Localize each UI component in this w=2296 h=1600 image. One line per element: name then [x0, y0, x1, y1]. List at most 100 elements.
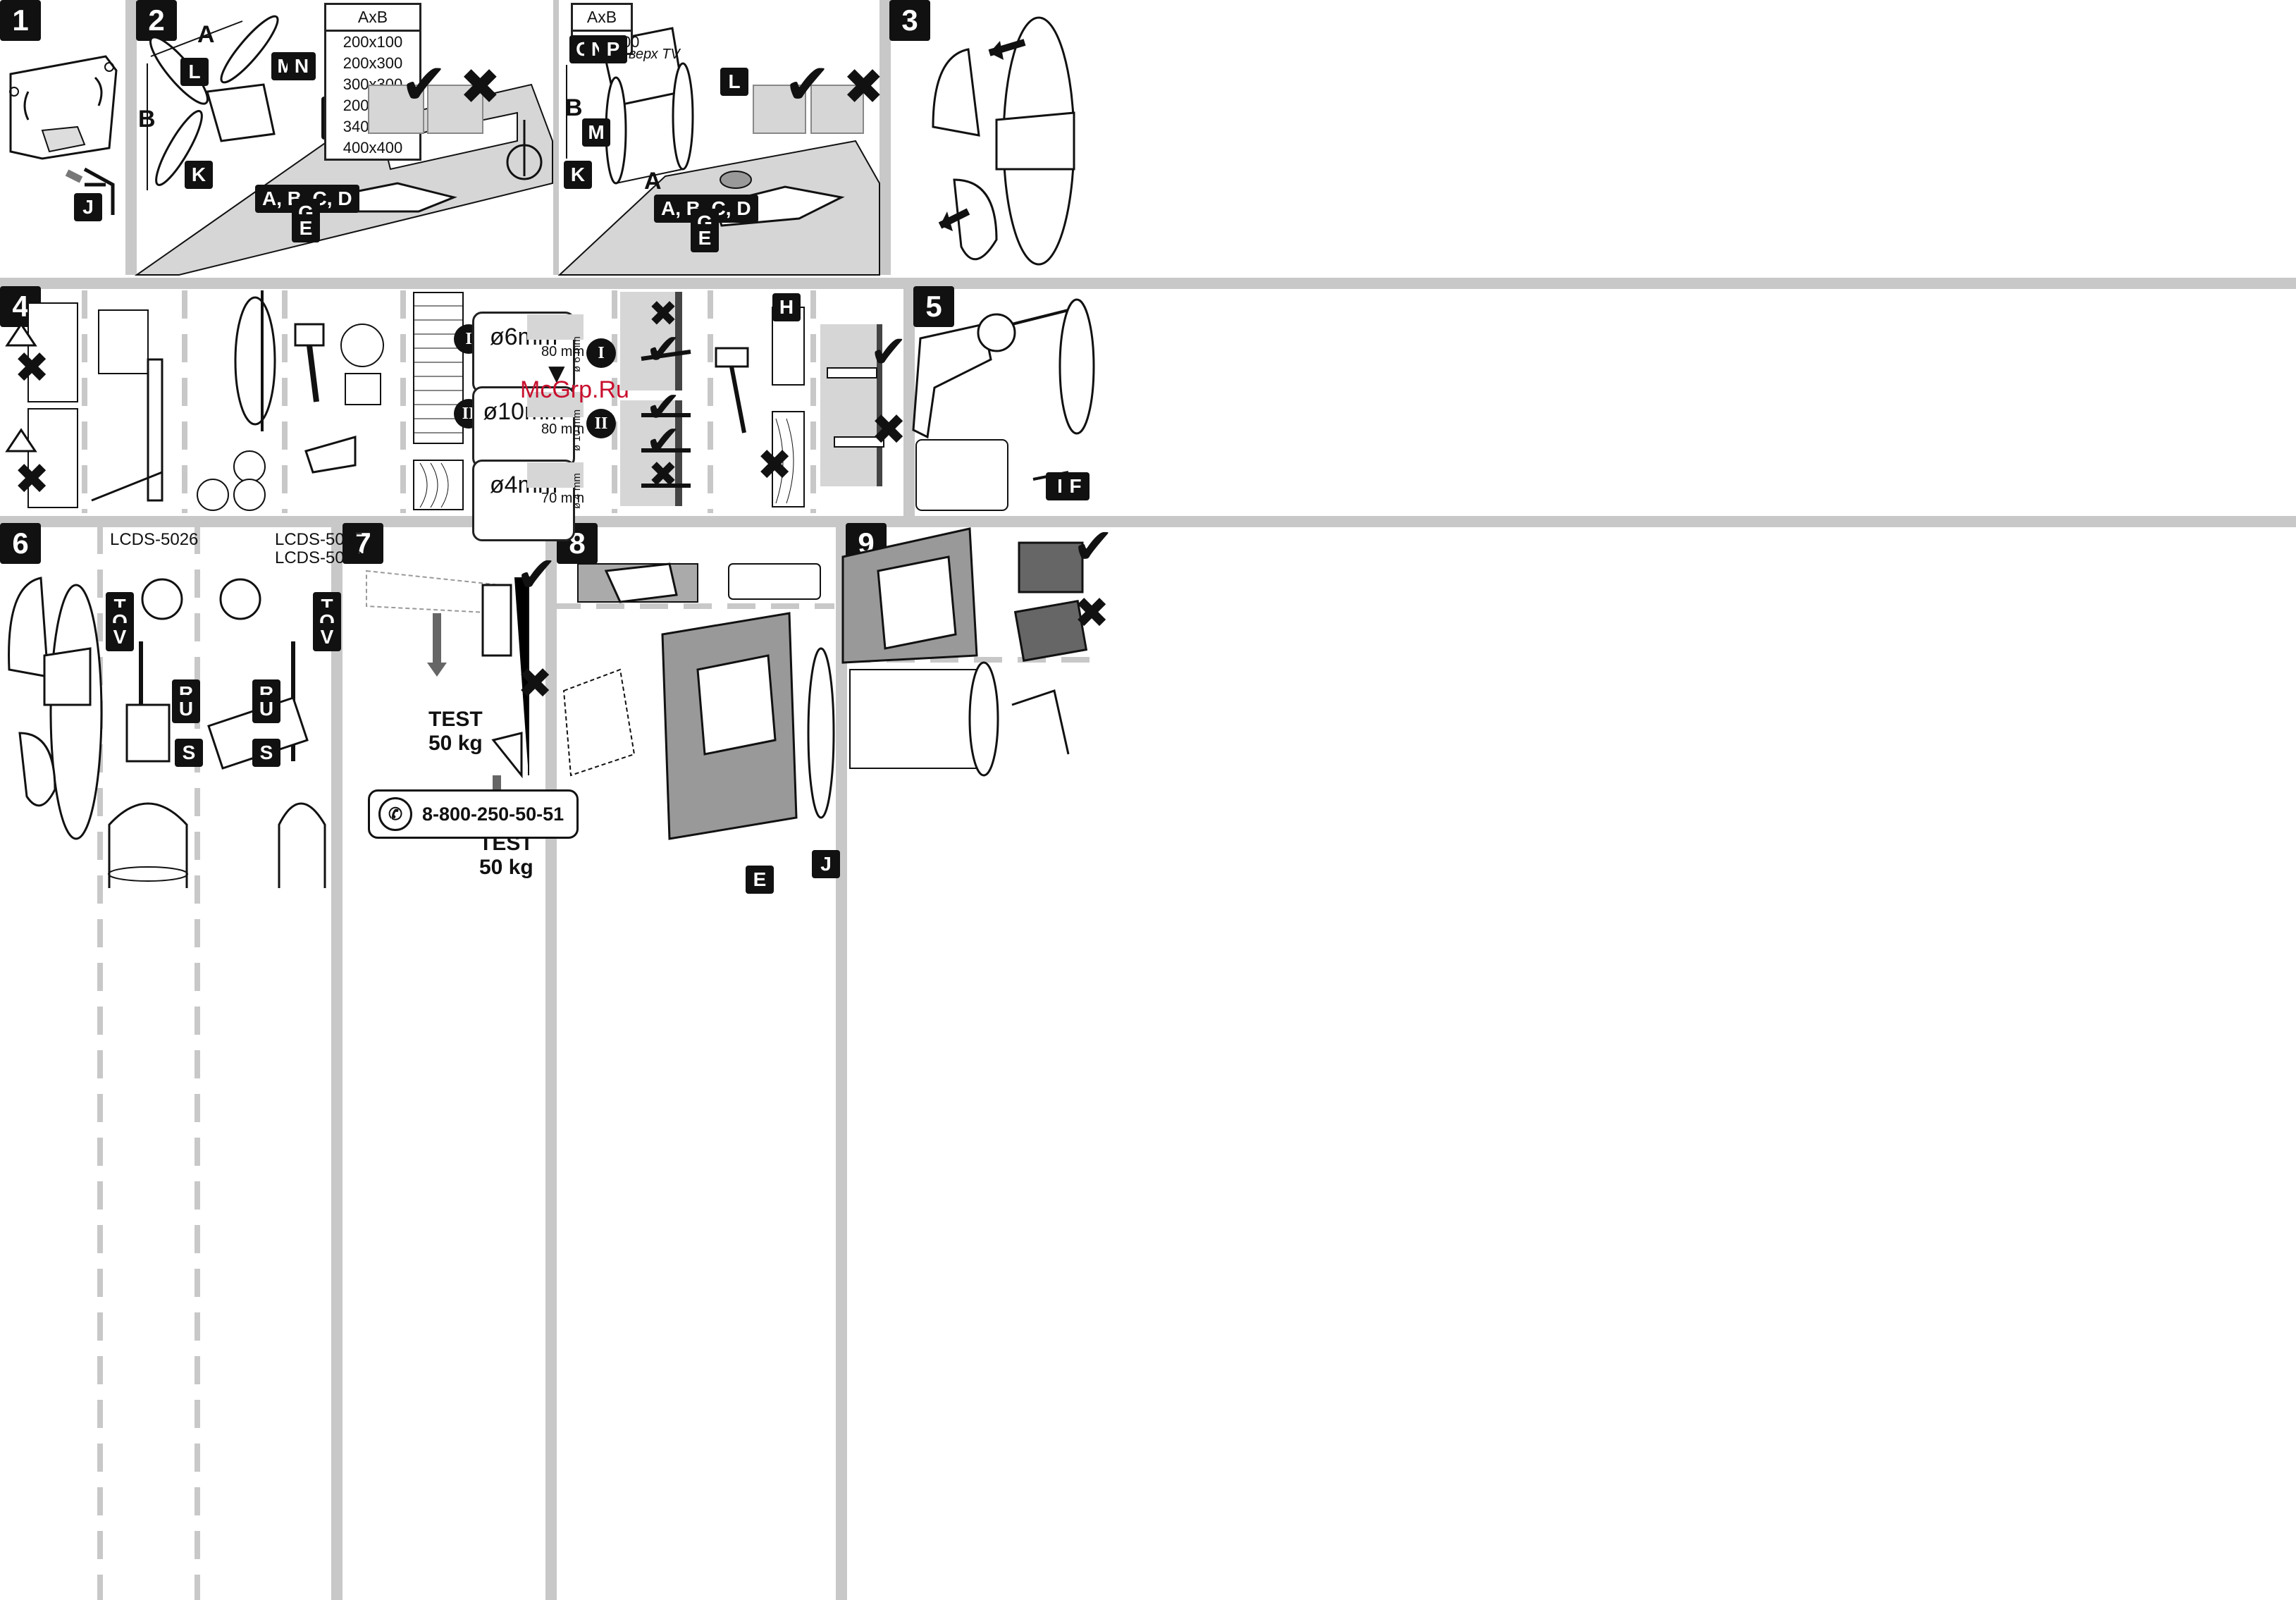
dimension-a-label: A [644, 168, 662, 195]
separator [843, 657, 1098, 663]
bracket-on-wall-illustration [197, 290, 276, 511]
cross-icon: ✖ [871, 405, 907, 455]
support-phone[interactable]: ✆ 8-800-250-50-51 [368, 789, 579, 839]
drill-screw-illustration [912, 298, 1095, 511]
separator [553, 0, 559, 275]
separator [125, 0, 137, 275]
separator [195, 526, 200, 1600]
check-icon: ✔ [400, 51, 448, 117]
part-label-u: U [252, 695, 280, 723]
check-icon: ✔ [646, 325, 681, 374]
part-label-j: J [812, 850, 840, 878]
screw-correct-box [368, 85, 424, 134]
phone-icon: ✆ [378, 797, 412, 831]
hammer-drill-illustration [294, 323, 384, 474]
roman-numeral-badge: I [586, 338, 616, 368]
drill-depth-label: 70 mm [541, 491, 585, 506]
separator [282, 290, 288, 513]
separator [400, 290, 406, 513]
step-number-5: 5 [913, 286, 954, 327]
separator [708, 290, 713, 513]
check-icon: ✔ [646, 383, 681, 432]
separator [612, 290, 617, 513]
drill-depth-diagram [527, 462, 584, 488]
part-label-e: E [746, 866, 774, 894]
part-label-p: P [599, 35, 627, 63]
cross-icon: ✖ [14, 343, 50, 393]
plate-top-label: верх TV [629, 47, 680, 62]
separator [553, 603, 834, 609]
screw-wrong-box [427, 85, 483, 134]
part-label-v: V [313, 623, 341, 651]
step-number-3: 3 [889, 0, 930, 41]
step-number-6: 6 [0, 523, 41, 564]
plug-depth-illustration [820, 324, 884, 486]
separator [879, 0, 891, 275]
part-label-f: F [1061, 472, 1090, 500]
separator [82, 290, 87, 513]
tv-level-adjust-illustration [841, 527, 1088, 777]
check-icon: ✔ [516, 546, 557, 603]
part-label-h: H [772, 293, 801, 321]
tv-hang-illustration [562, 562, 835, 840]
model-label-left: LCDS-5026 [110, 530, 199, 549]
separator [97, 526, 103, 1600]
screw-wrong-box [810, 85, 864, 134]
tv-plate-illustration [9, 55, 118, 215]
dimension-table-row: 200x300 [342, 54, 403, 72]
drill-depth-label: 80 mm [541, 344, 585, 359]
drill-diameter-small: ø 10 mm [571, 409, 583, 451]
separator [903, 286, 915, 517]
cross-icon: ✖ [648, 454, 678, 495]
step-number-1: 1 [0, 0, 41, 41]
drill-diameter-small: ø 6 mm [571, 336, 583, 372]
dimension-table-row: 200x100 [342, 33, 403, 51]
model-label-right-2: LCDS-5029 [275, 548, 364, 567]
test-weight: 50 kg [428, 732, 483, 755]
dimension-table-header: AxB [573, 5, 631, 32]
wall-bracket-cover-removal [932, 16, 1075, 266]
cross-icon: ✖ [843, 58, 884, 116]
test-label: TEST [428, 708, 483, 731]
separator [182, 290, 187, 513]
cover-install-illustration [8, 577, 103, 840]
check-icon: ✔ [1073, 517, 1114, 575]
part-label-k: K [564, 161, 592, 189]
cross-icon: ✖ [648, 293, 678, 334]
dimension-b-label: B [565, 94, 583, 121]
cross-icon: ✖ [757, 441, 793, 490]
cross-icon: ✖ [1074, 589, 1110, 638]
dimension-table-header: AxB [326, 5, 419, 32]
watermark: McGrp.Ru [520, 376, 629, 403]
dimension-table-row: 400x400 [342, 139, 403, 156]
drill-depth-diagram [527, 392, 584, 417]
separator [810, 290, 816, 513]
roman-numeral-badge: II [586, 409, 616, 438]
model-label-right-1: LCDS-5025 [275, 530, 364, 549]
check-icon: ✔ [870, 326, 908, 379]
separator [331, 523, 342, 1600]
part-label-s: S [252, 739, 280, 767]
wall-hazards-illustration [5, 302, 78, 508]
tension-adjust-illustration-left [108, 578, 188, 888]
drill-depth-label: 80 mm [541, 421, 585, 437]
cross-icon: ✖ [517, 659, 553, 708]
dimension-a-label: A [197, 21, 215, 48]
test-weight: 50 kg [479, 856, 533, 879]
part-label-m: M [582, 118, 610, 147]
part-label-j: J [74, 193, 102, 221]
part-label-e: E [691, 224, 719, 252]
part-label-l: L [720, 68, 748, 96]
step-number-7: 7 [342, 523, 383, 564]
part-label-k: K [185, 161, 213, 189]
part-label-n: N [288, 52, 316, 80]
phone-number: 8-800-250-50-51 [422, 803, 564, 825]
check-icon: ✔ [646, 417, 681, 466]
level-marking-illustration [91, 309, 163, 502]
arrow-icon: ▼ [543, 358, 571, 389]
separator [836, 523, 847, 1600]
dimension-b-label: B [138, 106, 156, 133]
cross-icon: ✖ [14, 455, 50, 504]
check-icon: ✔ [784, 51, 832, 117]
part-label-e: E [292, 214, 320, 242]
